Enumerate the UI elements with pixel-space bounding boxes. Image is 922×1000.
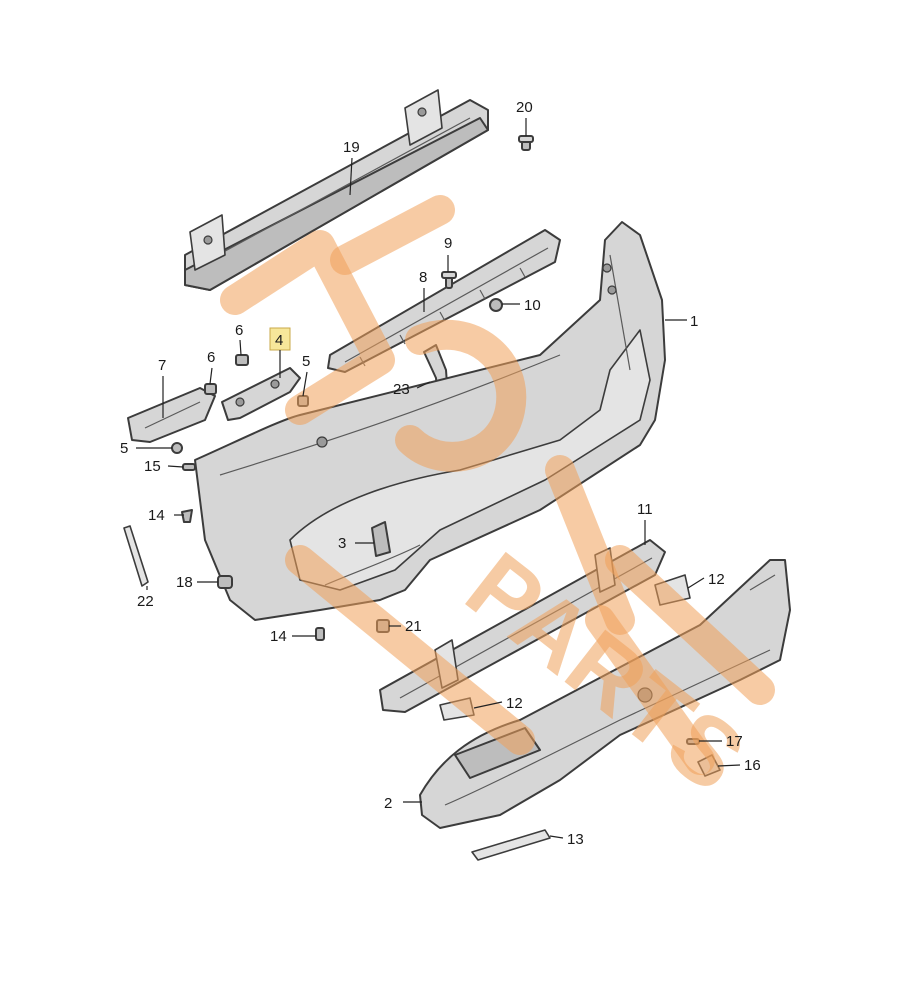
callout-4: 4 xyxy=(275,332,283,349)
callout-10: 10 xyxy=(524,297,541,314)
part-19-reinforcement-beam xyxy=(184,89,489,291)
callout-7: 7 xyxy=(158,357,166,374)
callout-9: 9 xyxy=(444,235,452,252)
callout-6-right: 6 xyxy=(235,322,243,339)
part-20-bolt xyxy=(518,135,534,151)
callout-18: 18 xyxy=(176,574,193,591)
part-22-trim-strip xyxy=(123,525,149,587)
callout-6-left: 6 xyxy=(207,349,215,366)
callout-labels: 1 2 3 4 5 5 6 6 7 8 9 10 11 12 12 13 14 … xyxy=(120,99,761,848)
callout-12-left: 12 xyxy=(506,695,523,712)
callout-13: 13 xyxy=(567,831,584,848)
part-9-screw xyxy=(441,271,457,289)
callout-3: 3 xyxy=(338,535,346,552)
part-4-mounting-bracket xyxy=(221,367,301,421)
callout-16: 16 xyxy=(744,757,761,774)
part-14-clip-upper xyxy=(181,509,193,523)
callout-14-lower: 14 xyxy=(270,628,287,645)
callout-5-left: 5 xyxy=(120,440,128,457)
part-6-clip-right xyxy=(235,354,249,366)
callout-19: 19 xyxy=(343,139,360,156)
callout-8: 8 xyxy=(419,269,427,286)
callout-5-right: 5 xyxy=(302,353,310,370)
part-18-grommet xyxy=(217,575,233,589)
callout-11: 11 xyxy=(637,501,653,518)
callout-12-right: 12 xyxy=(708,571,725,588)
part-6-clip-left xyxy=(204,383,217,395)
part-15-screw xyxy=(182,463,196,471)
callout-14-upper: 14 xyxy=(148,507,165,524)
callout-1: 1 xyxy=(690,313,698,330)
callout-17: 17 xyxy=(726,733,743,750)
part-5-clip-left xyxy=(171,442,183,454)
part-10-nut xyxy=(489,298,503,312)
callout-23: 23 xyxy=(393,381,410,398)
part-13-trim-strip xyxy=(471,829,551,861)
callout-21: 21 xyxy=(405,618,422,635)
callout-20: 20 xyxy=(516,99,533,116)
part-7-side-guide xyxy=(127,387,216,443)
part-3-clip xyxy=(371,521,391,557)
leader-lines xyxy=(136,118,741,839)
callout-2: 2 xyxy=(384,795,392,812)
callout-15: 15 xyxy=(144,458,161,475)
callout-22: 22 xyxy=(137,593,154,610)
part-14-clip-lower xyxy=(315,627,325,641)
